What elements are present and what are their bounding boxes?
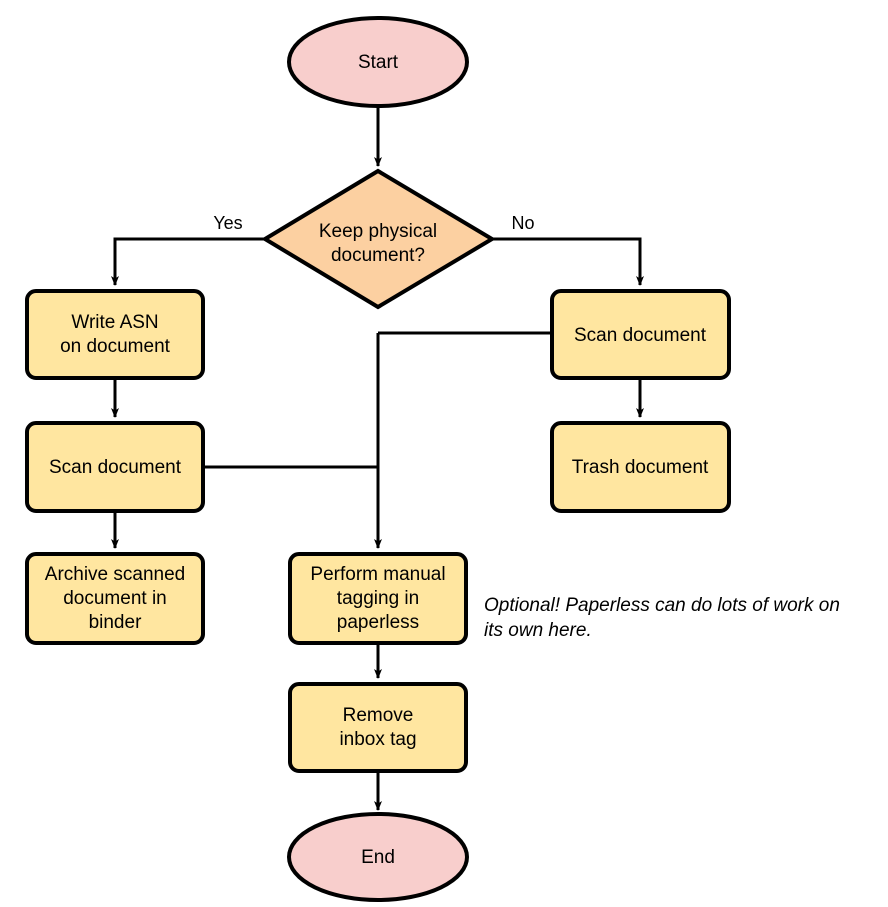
decision-label-line2: document? — [331, 245, 425, 266]
write-asn-box-shape — [25, 289, 205, 380]
start-ellipse-shape — [287, 16, 469, 108]
edge-decision-no-to-scan-right — [492, 237, 644, 286]
archive-box-shape — [25, 552, 205, 645]
edge-label-yes: Yes — [213, 213, 242, 233]
edge-decision-yes-to-write-asn — [111, 237, 265, 286]
remove-inbox-box-shape — [288, 682, 468, 773]
node-archive-scanned-document[interactable]: Archive scanned document in binder — [25, 552, 205, 645]
edge-label-no: No — [511, 213, 534, 233]
write-asn-label-line1: Write ASN — [71, 312, 158, 333]
scan-document-right-label: Scan document — [574, 325, 707, 346]
node-start[interactable]: Start — [287, 16, 469, 108]
node-perform-manual-tagging[interactable]: Perform manual tagging in paperless — [288, 552, 468, 645]
tagging-box-shape — [288, 552, 468, 645]
note-line2: its own here. — [484, 620, 592, 641]
remove-inbox-label-line2: inbox tag — [339, 729, 416, 750]
start-label: Start — [358, 52, 399, 73]
node-trash-document[interactable]: Trash document — [550, 421, 731, 513]
node-end[interactable]: End — [287, 812, 469, 902]
node-decision-keep-physical-document[interactable]: Keep physical document? — [261, 168, 496, 310]
end-ellipse-shape — [287, 812, 469, 902]
tagging-label-line1: Perform manual — [310, 564, 445, 585]
end-label: End — [361, 847, 395, 868]
archive-label-line3: binder — [89, 612, 142, 633]
annotation-note-optional: Optional! Paperless can do lots of work … — [484, 595, 840, 641]
node-scan-document-left[interactable]: Scan document — [25, 421, 205, 513]
archive-label-line2: document in — [63, 588, 167, 609]
scan-document-left-box-shape — [25, 421, 205, 513]
tagging-label-line2: tagging in — [337, 588, 419, 609]
node-write-asn-on-document[interactable]: Write ASN on document — [25, 289, 205, 380]
decision-diamond-shape — [261, 168, 496, 310]
scan-document-left-label: Scan document — [49, 457, 182, 478]
write-asn-label-line2: on document — [60, 336, 171, 357]
archive-label-line1: Archive scanned — [45, 564, 185, 585]
node-scan-document-right[interactable]: Scan document — [550, 289, 731, 380]
trash-document-label: Trash document — [572, 457, 709, 478]
remove-inbox-label-line1: Remove — [343, 705, 414, 726]
trash-document-box-shape — [550, 421, 731, 513]
tagging-label-line3: paperless — [337, 612, 419, 633]
decision-label-line1: Keep physical — [319, 221, 437, 242]
scan-document-right-box-shape — [550, 289, 731, 380]
note-line1: Optional! Paperless can do lots of work … — [484, 595, 840, 616]
node-remove-inbox-tag[interactable]: Remove inbox tag — [288, 682, 468, 773]
